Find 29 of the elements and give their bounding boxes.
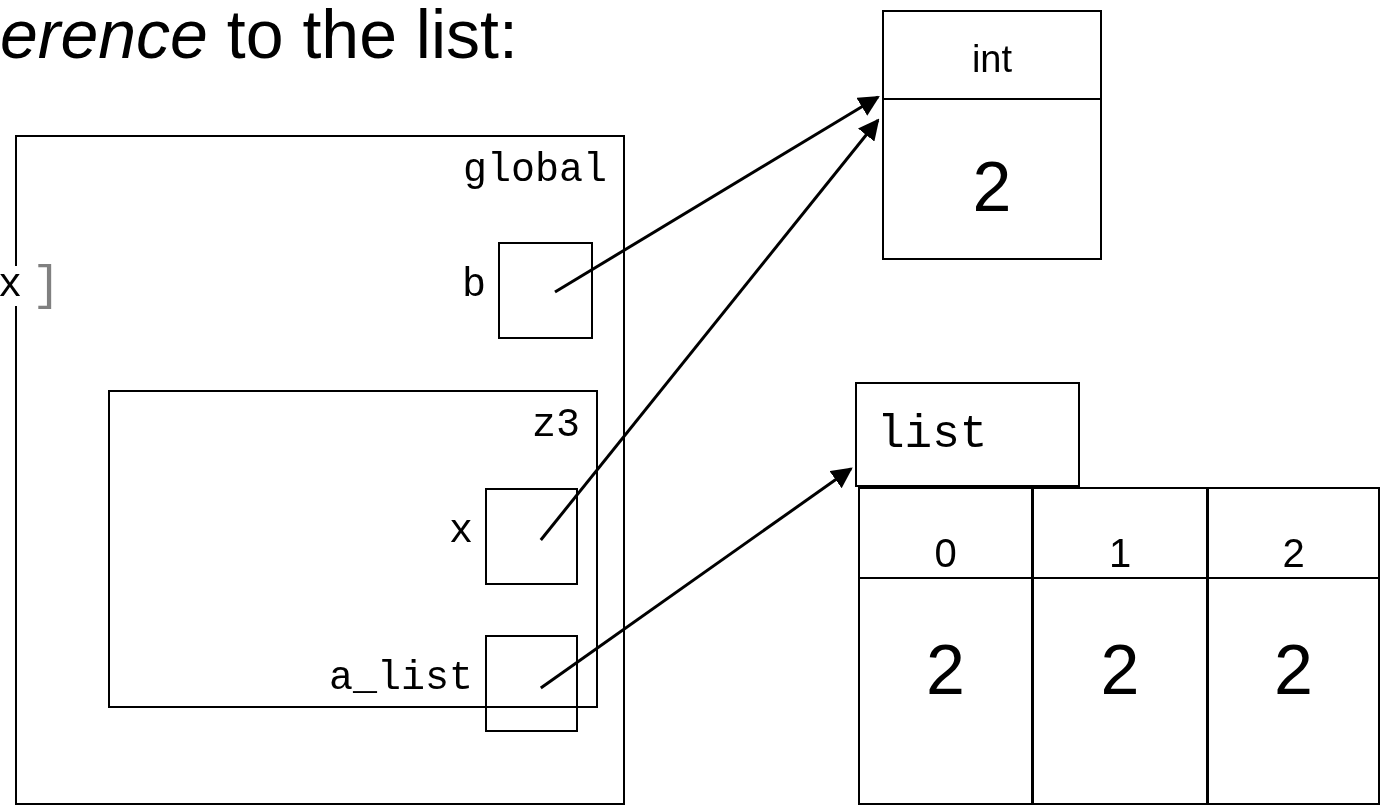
list-cell: [858, 487, 1033, 805]
type-name: list: [877, 412, 988, 458]
arrow: [554, 95, 880, 294]
index-text: 2: [1281, 533, 1306, 573]
code-text: ]: [32, 262, 61, 310]
code-text: x: [0, 266, 22, 306]
value-text: 2: [1099, 635, 1141, 705]
variable-slot: [485, 635, 578, 732]
frame-box: [108, 390, 598, 708]
variable-name: x: [449, 512, 473, 552]
list-cell: [1032, 487, 1208, 805]
slide-title: erence to the list:: [0, 0, 518, 68]
index-text: 1: [1107, 533, 1133, 573]
arrow: [539, 467, 853, 690]
frame-name: z3: [532, 406, 580, 446]
int-object: [882, 10, 1102, 260]
variable-name: a_list: [328, 659, 473, 699]
list-cell: [1207, 487, 1380, 805]
variable-slot: [498, 242, 593, 339]
frame-name: global: [462, 151, 607, 191]
value-text: 2: [971, 152, 1013, 222]
index-text: 0: [933, 533, 958, 573]
type-name: int: [970, 40, 1014, 78]
value-text: 2: [925, 635, 966, 705]
type-tab: [855, 382, 1080, 487]
variable-name: b: [462, 266, 486, 306]
value-text: 2: [1273, 635, 1314, 705]
variable-slot: [485, 488, 578, 585]
arrow: [539, 118, 880, 541]
